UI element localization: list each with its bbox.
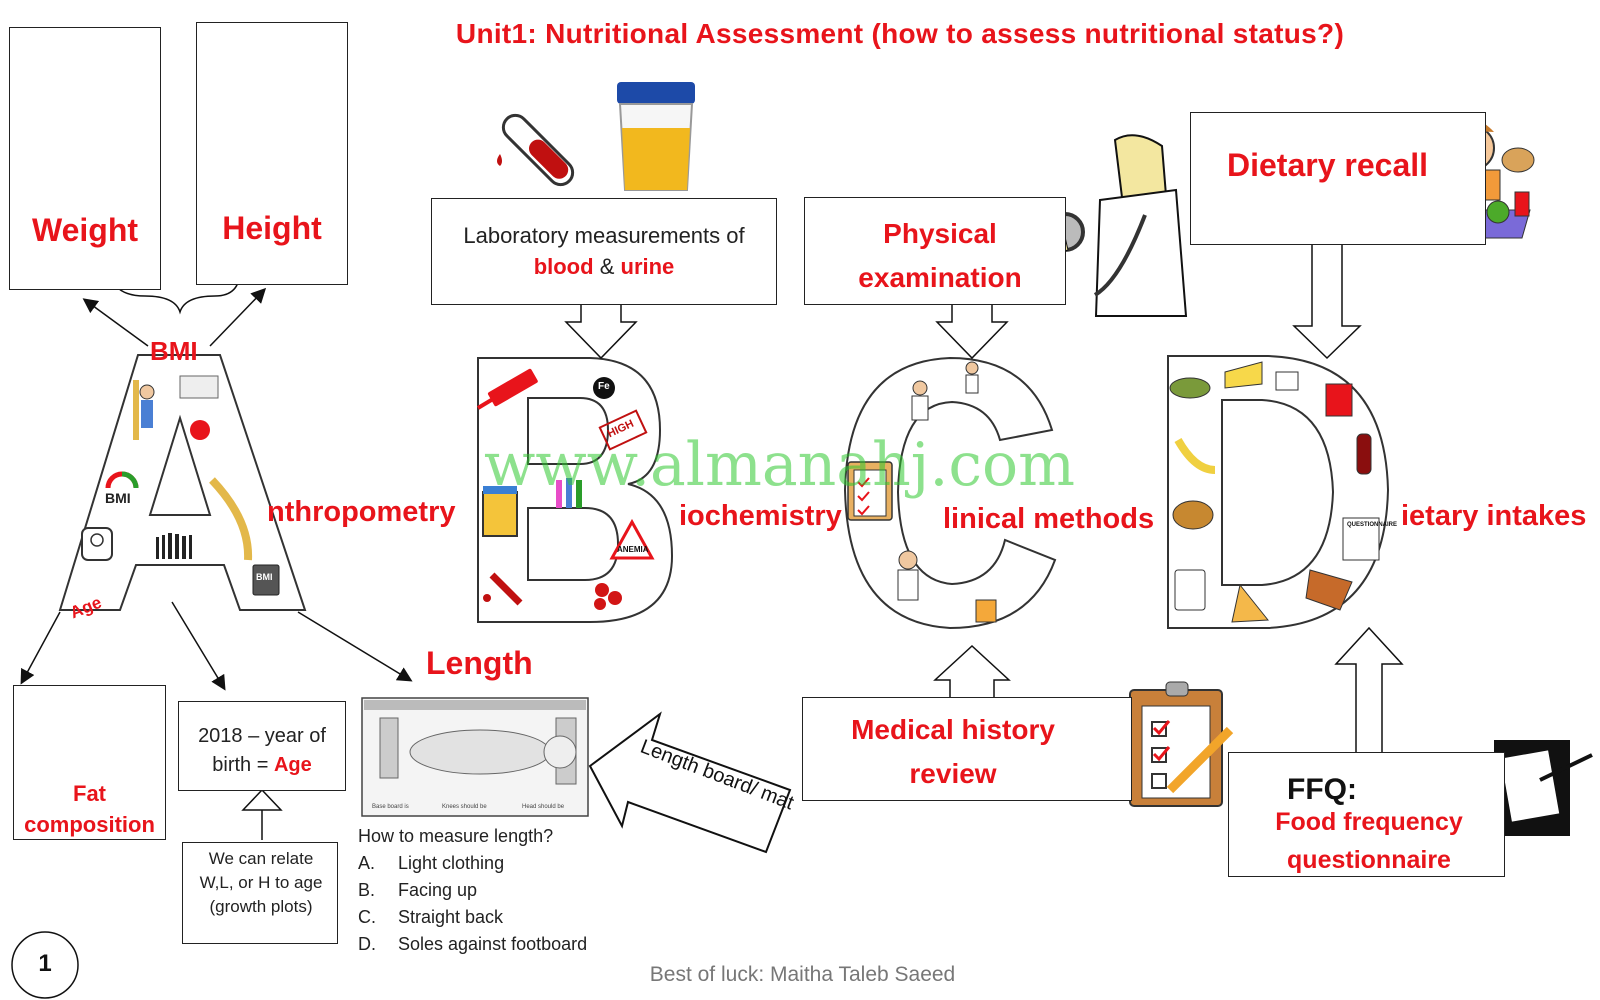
dietary-recall-label: Dietary recall [1227, 147, 1429, 183]
tape-measure-icon [209, 477, 253, 561]
step-letter: B. [358, 880, 376, 900]
physical-examination-label: Physical examination [858, 218, 1022, 293]
letter-c-shape [843, 356, 1057, 630]
food-icons [1169, 361, 1380, 623]
watermark: www.almanahj.com [484, 430, 1076, 500]
how-to-measure-steps: A. Light clothing B. Facing up C. Straight … [358, 850, 587, 958]
doctor-figures-icon [897, 361, 979, 601]
physical-examination-box: Physical examination [804, 197, 1066, 305]
test-tubes-icon [556, 478, 582, 508]
red-cells-icon [594, 583, 622, 610]
fat-composition-box: Fat composition [13, 685, 166, 840]
age-formula-box: 2018 – year of birth = Age [178, 701, 346, 791]
page-number-circle [11, 931, 79, 999]
anemia-label: ANEMIA [617, 545, 649, 554]
length-board-arrow [588, 711, 792, 854]
blood-label: blood [533, 253, 594, 279]
fe-label: Fe [598, 381, 610, 392]
how-to-measure-block: How to measure length? A. Light clothing … [358, 826, 587, 958]
medical-up-arrow [933, 644, 1011, 698]
high-stamp-icon [598, 409, 648, 451]
medical-history-label: Medical history review [851, 714, 1055, 789]
relate-note-box: We can relate W,L, or H to age (growth p… [182, 842, 338, 944]
biochemistry-word: iochemistry [679, 500, 842, 532]
weight-box: Weight [9, 27, 161, 290]
footer-credit: Best of luck: Maitha Taleb Saeed [649, 963, 956, 986]
fat-composition-label: Fat composition [24, 781, 155, 837]
page-title: Unit1: Nutritional Assessment (how to as… [455, 18, 1345, 49]
height-label: Height [222, 210, 322, 246]
step-text: Soles against footboard [398, 934, 588, 954]
laboratory-text: Laboratory measurements of [463, 223, 745, 248]
age-formula-age: Age [273, 754, 312, 776]
bmi-gauge-icon [105, 471, 139, 489]
recall-down-arrow [1292, 244, 1362, 360]
clinical-word: linical methods [943, 503, 1155, 535]
juice-glass-icon [482, 486, 518, 537]
how-to-measure-question: How to measure length? [358, 826, 554, 846]
clipboard-pencil-icon [1129, 681, 1234, 807]
medical-history-box: Medical history review [802, 697, 1132, 801]
dietary-recall-box: Dietary recall [1190, 112, 1486, 245]
length-label: Length [426, 645, 533, 681]
step-text: Straight back [398, 907, 504, 927]
clipboard-checklist-icon [847, 461, 893, 521]
height-box: Height [196, 22, 348, 285]
step-letter: C. [358, 907, 376, 927]
anemia-warning-icon [609, 518, 655, 560]
urine-cup-icon [617, 82, 695, 191]
dietary-word: ietary intakes [1401, 500, 1587, 532]
anthropometry-word: nthropometry [267, 496, 456, 528]
physical-down-arrow [935, 304, 1009, 360]
blood-tube-small-icon [483, 572, 523, 606]
step-letter: D. [358, 934, 376, 954]
page-number: 1 [38, 950, 52, 977]
letter-d-shape [1167, 355, 1390, 629]
step-text: Light clothing [398, 853, 505, 873]
relate-note-text: We can relate W,L, or H to age (growth p… [199, 849, 323, 916]
relate-up-arrow [241, 788, 283, 840]
ffq-up-arrow [1334, 626, 1404, 754]
board-label-base: Base board is [372, 804, 409, 810]
fe-badge-icon [593, 377, 615, 399]
infant-length-board-image [361, 697, 589, 817]
amp-label: & [599, 253, 615, 279]
blood-tube-icon [497, 113, 575, 187]
bathroom-scale-small-icon [81, 527, 113, 561]
board-label-knees: Knees should be [442, 804, 487, 810]
doctor-stethoscope-icon [1029, 134, 1188, 317]
urine-label: urine [620, 253, 675, 279]
calculator-icon [252, 564, 280, 596]
board-label-head: Head should be [522, 804, 565, 810]
step-item: B. Facing up [358, 877, 587, 904]
syringe-icon [476, 368, 538, 410]
step-letter: A. [358, 853, 376, 873]
child-measure-icon [133, 375, 219, 440]
ffq-clipboard-icon [1494, 740, 1593, 836]
weight-label: Weight [31, 212, 139, 248]
step-item: D. Soles against footboard [358, 931, 587, 958]
lab-down-arrow [564, 304, 638, 360]
specimen-cup-icon [975, 599, 997, 623]
calculator-bmi-label: BMI [256, 572, 273, 582]
step-item: A. Light clothing [358, 850, 587, 877]
ffq-label: FFQ: [1287, 773, 1357, 806]
ffq-box: FFQ: Food frequency questionnaire [1228, 752, 1505, 877]
questionnaire-label: QUESTIONNAIRE [1347, 522, 1398, 528]
ffq-full-label: Food frequency questionnaire [1275, 808, 1463, 874]
people-silhouettes-icon [156, 533, 192, 559]
laboratory-box: Laboratory measurements of blood & urine [431, 198, 777, 305]
bmi-label: BMI [150, 336, 198, 366]
age-formula-text: 2018 – year of birth = [198, 725, 326, 776]
step-text: Facing up [398, 880, 478, 900]
weight-height-brace [109, 269, 241, 315]
step-item: C. Straight back [358, 904, 587, 931]
bmi-gauge-label: BMI [105, 490, 131, 506]
